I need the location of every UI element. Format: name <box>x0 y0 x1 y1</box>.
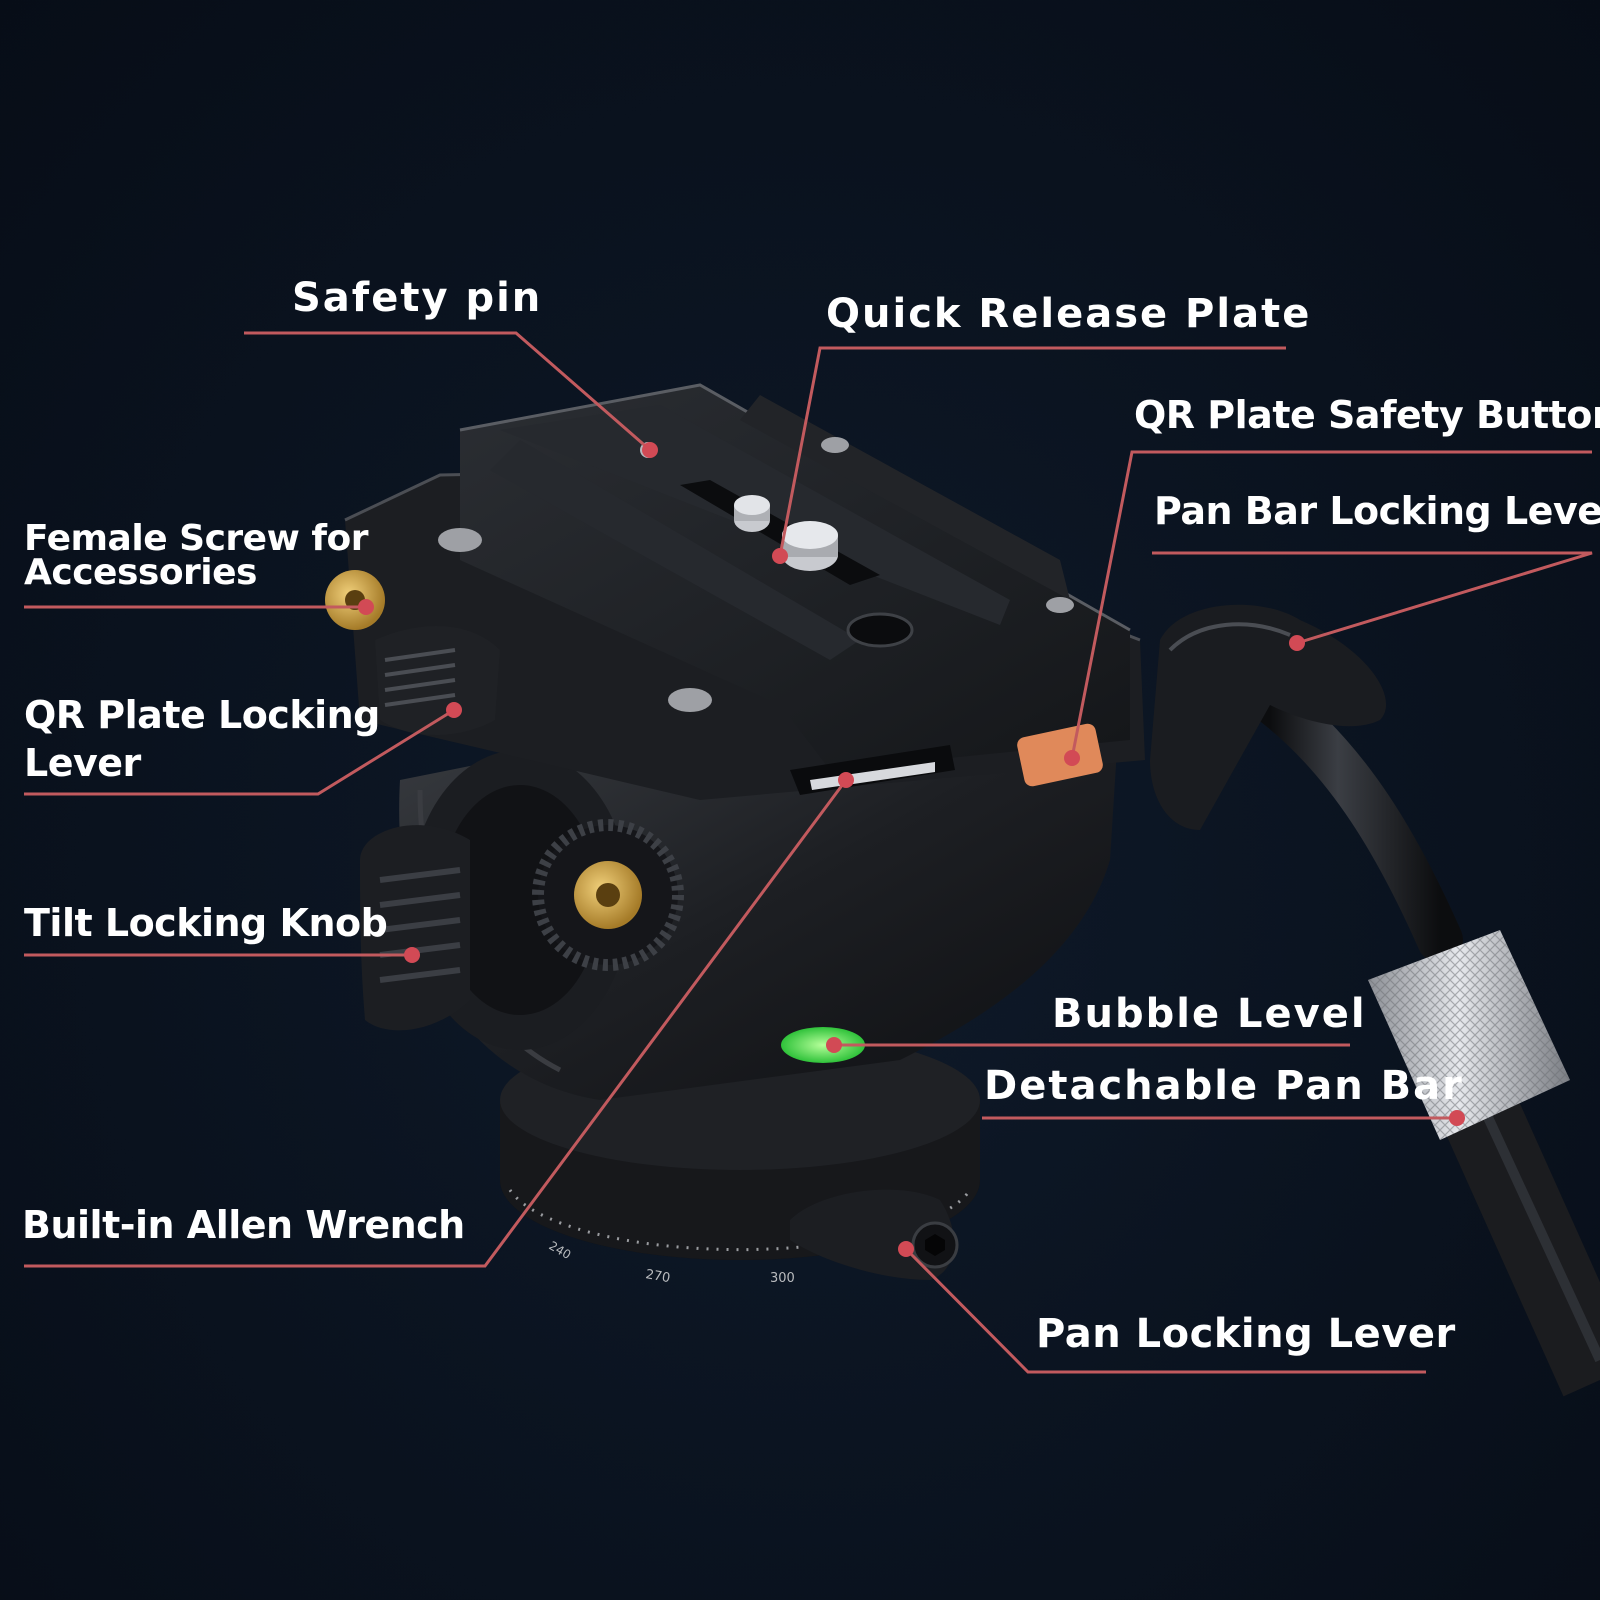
dot-tilt-locking-knob <box>404 947 420 963</box>
leader-qr-plate-safety-button <box>1070 450 1592 759</box>
leader-lines <box>24 331 1593 1374</box>
leader-dots <box>358 442 1465 1257</box>
leader-pan-locking-lever <box>904 1247 1426 1374</box>
label-safety-pin: Safety pin <box>292 275 543 321</box>
dot-pan-bar-locking-lever <box>1289 635 1305 651</box>
dial-tick-300: 300 <box>770 1271 795 1286</box>
leader-quick-release-plate <box>778 346 1286 557</box>
dot-qr-plate-safety-button <box>1064 750 1080 766</box>
dot-detachable-pan-bar <box>1449 1110 1465 1126</box>
qr-locking-lever-graphic <box>375 626 500 735</box>
dot-pan-locking-lever <box>898 1241 914 1257</box>
label-qr-plate-safety-button: QR Plate Safety Button <box>1134 393 1600 437</box>
label-female-screw-line1: Female Screw for <box>24 518 369 559</box>
label-tilt-locking-knob: Tilt Locking Knob <box>24 901 388 945</box>
label-detachable-pan-bar: Detachable Pan Bar <box>984 1063 1464 1109</box>
leader-pan-bar-locking-lever <box>1152 551 1593 645</box>
leader-built-in-allen-wrench <box>24 779 848 1268</box>
label-pan-locking-lever: Pan Locking Lever <box>1036 1311 1456 1357</box>
dot-safety-pin <box>642 442 658 458</box>
label-bubble-level: Bubble Level <box>1052 991 1367 1037</box>
qr-plate-safety-button-graphic <box>1017 723 1103 787</box>
label-built-in-allen-wrench: Built-in Allen Wrench <box>22 1203 465 1247</box>
pan-bar <box>1150 604 1600 1397</box>
label-qr-plate-locking-lever-line1: QR Plate Locking <box>24 693 380 737</box>
dial-tick-240: 240 <box>547 1238 574 1262</box>
leader-qr-plate-locking-lever <box>24 708 455 796</box>
label-pan-bar-locking-lever: Pan Bar Locking Lever <box>1154 489 1600 533</box>
tilt-knob-graphic <box>360 825 470 1031</box>
platform <box>344 383 1145 800</box>
label-female-screw-line2: Accessories <box>24 552 257 593</box>
dot-quick-release-plate <box>772 548 788 564</box>
dial-tick-270: 270 <box>644 1267 671 1286</box>
bubble-level-graphic <box>781 1027 865 1063</box>
leader-safety-pin <box>244 331 651 452</box>
female-screw-graphic <box>325 570 385 630</box>
side-gear-graphic <box>532 819 684 971</box>
dot-qr-plate-locking-lever <box>446 702 462 718</box>
dot-female-screw <box>358 599 374 615</box>
label-qr-plate-locking-lever-line2: Lever <box>24 741 141 785</box>
label-quick-release-plate: Quick Release Plate <box>826 291 1312 337</box>
head-body <box>399 700 1120 1100</box>
knurled-collar <box>1368 930 1570 1140</box>
dot-bubble-level <box>826 1037 842 1053</box>
camera-screws <box>734 495 838 571</box>
dot-built-in-allen-wrench <box>838 772 854 788</box>
